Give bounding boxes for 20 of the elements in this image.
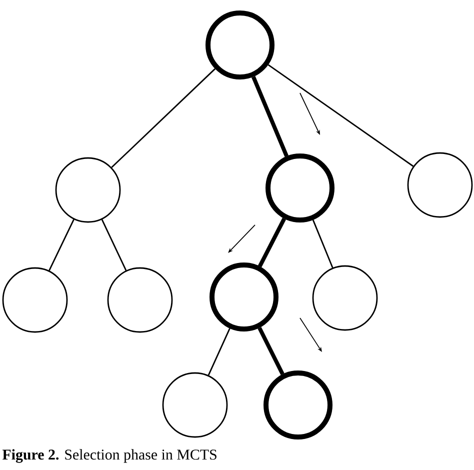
tree-node: [266, 154, 334, 222]
tree-node: [407, 152, 473, 218]
tree-edge: [48, 219, 74, 271]
tree-node: [2, 267, 68, 333]
tree-edge: [312, 220, 334, 268]
tree-node: [264, 370, 332, 440]
tree-edge: [258, 218, 286, 268]
tree-edge: [268, 64, 414, 167]
tree-node: [55, 157, 121, 223]
tree-node: [312, 265, 378, 331]
tree-edge: [252, 76, 288, 157]
tree-node: [107, 267, 173, 333]
tree-node: [206, 10, 274, 80]
tree-edge: [111, 68, 216, 168]
tree-edge: [101, 219, 127, 271]
tree-node: [162, 372, 228, 438]
tree-node: [210, 262, 278, 332]
tree-edge: [208, 328, 230, 376]
caption: Figure 2. Selection phase in MCTS: [2, 449, 216, 463]
tree-edge: [258, 326, 284, 376]
